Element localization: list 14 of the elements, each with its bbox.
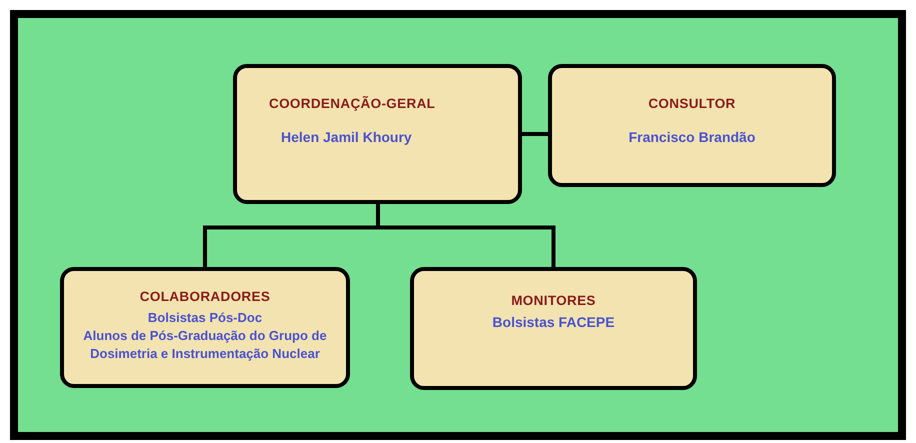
member-name: Francisco Brandão [628, 128, 756, 146]
member-name: Bolsistas FACEPE [491, 313, 616, 332]
org-box [548, 64, 836, 187]
org-box [60, 267, 350, 388]
org-box [233, 64, 522, 204]
member-name: Bolsistas Pós-Doc [146, 309, 264, 328]
member-name: Alunos de Pós-Graduação do Grupo de Dosimetria e Instrumentação Nuclear [82, 327, 328, 364]
role-title: COORDENAÇÃO-GERAL [269, 95, 436, 113]
role-title: CONSULTOR [648, 95, 736, 113]
role-title: MONITORES [511, 292, 596, 310]
connector-line [522, 132, 548, 136]
role-title: COLABORADORES [140, 288, 270, 306]
org-box [410, 267, 697, 390]
member-name: Helen Jamil Khoury [280, 128, 413, 146]
